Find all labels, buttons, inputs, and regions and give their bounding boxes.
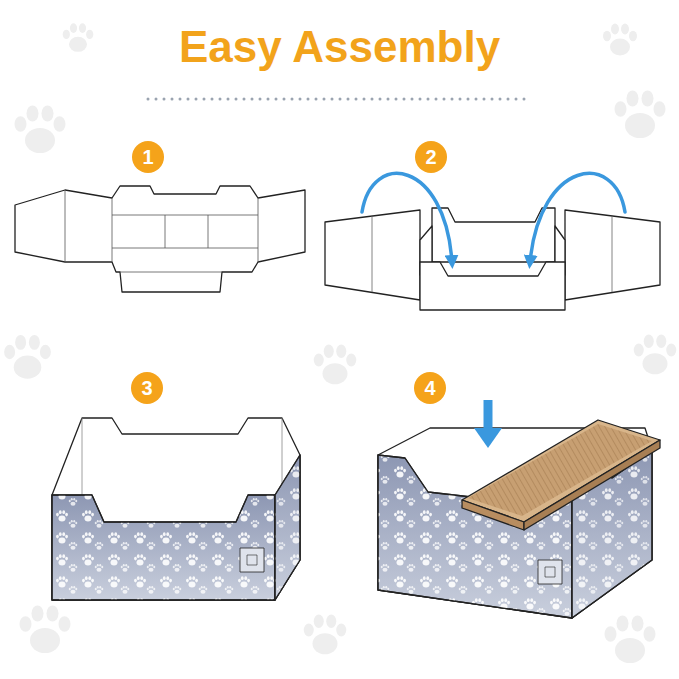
step-number: 3 — [141, 378, 152, 398]
step-number-circle: 1 — [132, 141, 164, 173]
step-number-circle: 3 — [131, 372, 163, 404]
title: Easy Assembly — [0, 22, 679, 72]
step-number: 4 — [424, 378, 435, 398]
step-number-circle: 2 — [415, 141, 447, 173]
step-number-circle: 4 — [414, 372, 446, 404]
step-number: 2 — [425, 147, 436, 167]
step-number: 1 — [142, 147, 153, 167]
